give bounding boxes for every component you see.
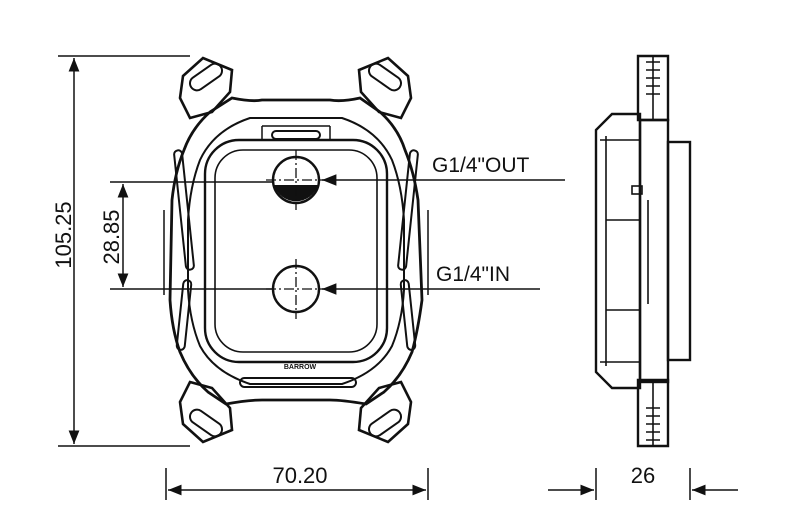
right-side-slot [397,149,419,271]
top-slot [271,130,321,140]
inlet-port-label: G1/4"IN [436,263,510,286]
dimension-depth: 26 [548,463,738,500]
depth-value: 26 [631,463,655,488]
mounting-tab-bottom-left [178,380,234,444]
front-view: BARROW [163,56,429,444]
mounting-tab-top-right [357,56,413,120]
brand-logo: BARROW [284,364,317,371]
mounting-tab-bottom-right [357,380,413,444]
mounting-tab-top-left [178,56,234,120]
inlet-port [266,259,328,319]
dimension-height: 105.25 [51,55,190,447]
dimension-width: 70.20 [165,463,429,500]
width-value: 70.20 [272,463,327,488]
bottom-slot [239,377,357,388]
left-side-slot [173,149,195,271]
port-callouts: G1/4"OUT G1/4"IN [322,154,565,295]
outlet-port-label: G1/4"OUT [432,154,529,177]
side-view [594,54,692,448]
bracket-outline [168,96,424,406]
port-spacing-value: 28.85 [99,209,124,264]
height-value: 105.25 [51,201,76,268]
dimension-port-spacing: 28.85 [99,181,272,290]
bracket-inner-contour [187,117,405,385]
outlet-port [266,150,328,210]
